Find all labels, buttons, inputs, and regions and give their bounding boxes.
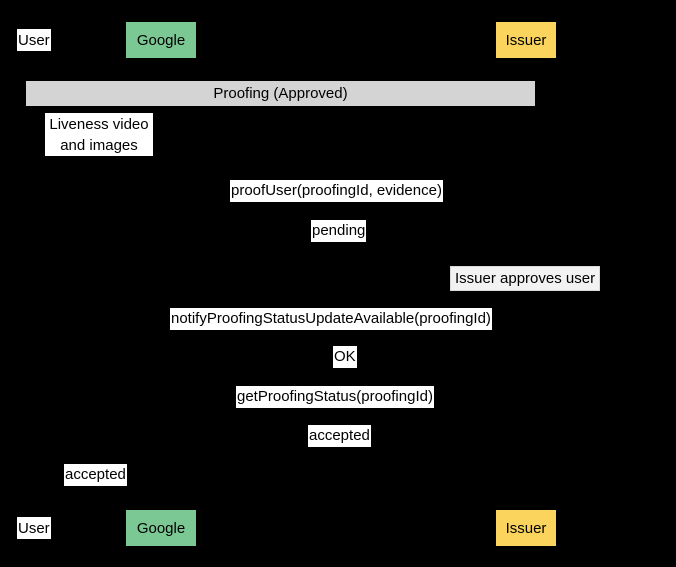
message-label-get-proofing-status: getProofingStatus(proofingId)	[236, 386, 434, 408]
note-liveness-video: Liveness video and images	[45, 113, 153, 156]
participant-footer-issuer[interactable]: Issuer	[496, 510, 556, 546]
participant-header-google[interactable]: Google	[126, 22, 196, 58]
message-label-accepted-google-to-user: accepted	[64, 464, 127, 486]
message-label-issuer-approves-user: Issuer approves user	[450, 266, 601, 291]
message-label-proof-user: proofUser(proofingId, evidence)	[230, 180, 443, 202]
participant-header-issuer[interactable]: Issuer	[496, 22, 556, 58]
message-label-accepted-issuer-to-google: accepted	[308, 425, 371, 447]
message-label-ok: OK	[333, 346, 357, 368]
note-liveness-line-1: Liveness video	[49, 115, 149, 133]
participant-header-user[interactable]: User	[17, 29, 51, 51]
message-label-pending: pending	[311, 220, 367, 242]
note-liveness-line-2: and images	[60, 136, 138, 154]
message-label-notify-proofing-status-update-available: notifyProofingStatusUpdateAvailable(proo…	[170, 308, 492, 330]
participant-footer-user[interactable]: User	[17, 517, 51, 539]
fragment-header-proofing: Proofing (Approved)	[26, 81, 535, 106]
participant-footer-google[interactable]: Google	[126, 510, 196, 546]
